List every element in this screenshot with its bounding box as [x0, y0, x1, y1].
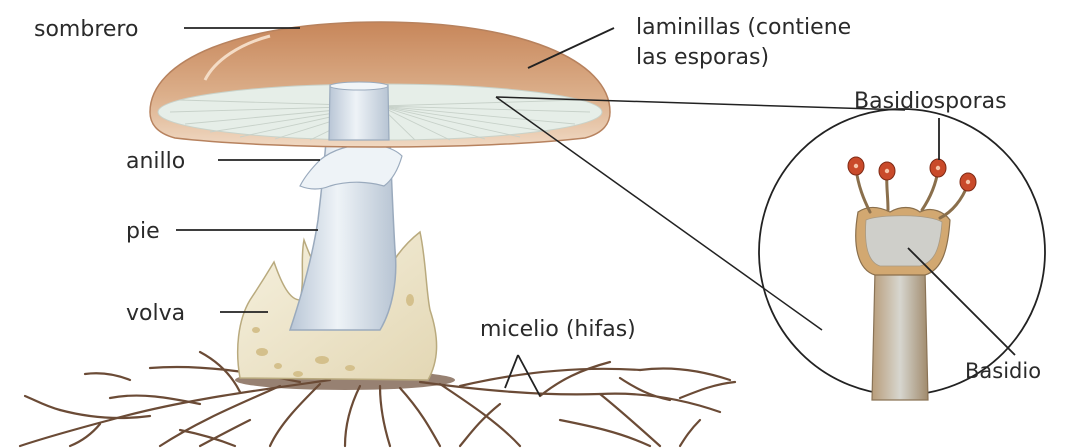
- label-micelio: micelio (hifas): [480, 317, 636, 342]
- label-volva: volva: [126, 301, 185, 326]
- basidium-inner: [866, 216, 942, 266]
- label-laminillas-1: laminillas (contiene: [636, 15, 851, 40]
- magnified-basidium: [759, 109, 1045, 400]
- stem-top-cap: [330, 82, 388, 90]
- label-sombrero: sombrero: [34, 17, 138, 42]
- label-pie: pie: [126, 219, 160, 244]
- label-anillo: anillo: [126, 149, 185, 174]
- label-basidiosporas: Basidiosporas: [854, 89, 1007, 114]
- label-basidio: Basidio: [965, 359, 1041, 383]
- stem-top: [329, 85, 389, 140]
- label-laminillas-2: las esporas): [636, 45, 769, 70]
- ring-shape: [300, 144, 402, 189]
- basidium-stalk: [872, 270, 928, 400]
